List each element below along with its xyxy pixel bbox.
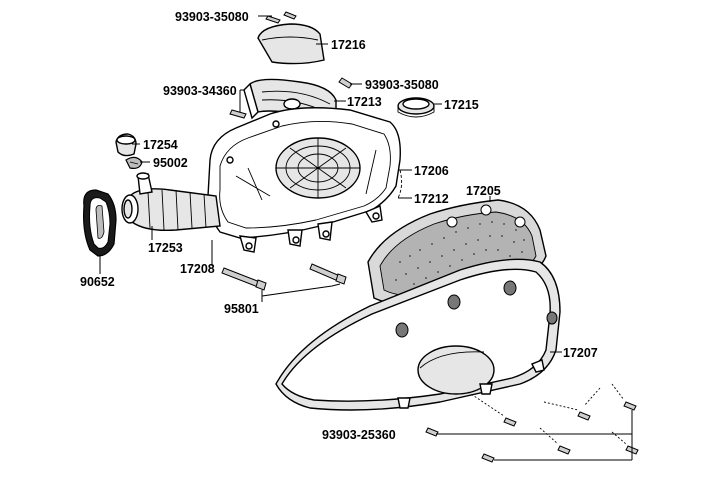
label-93903-35080-mid: 93903-35080 — [365, 78, 439, 92]
label-17206: 17206 — [414, 164, 449, 178]
part-17253-intake-tube — [121, 172, 221, 232]
part-95002-clip — [125, 156, 143, 169]
screw-93903-34360 — [229, 109, 247, 119]
label-17205: 17205 — [466, 184, 501, 198]
part-17254-cap — [115, 133, 137, 157]
label-93903-35080-top: 93903-35080 — [175, 10, 249, 24]
part-17216-cap — [257, 23, 325, 65]
part-17212-seal — [397, 169, 403, 199]
label-17207: 17207 — [563, 346, 598, 360]
label-90652: 90652 — [80, 275, 115, 289]
part-labels: 93903-35080 17216 93903-35080 93903-3436… — [80, 10, 598, 442]
label-17215: 17215 — [444, 98, 479, 112]
label-17253: 17253 — [148, 241, 183, 255]
part-17215-grommet — [397, 97, 435, 118]
part-17206-case — [207, 107, 401, 253]
label-17212: 17212 — [414, 192, 449, 206]
label-17208: 17208 — [180, 262, 215, 276]
part-95801-bolts — [221, 263, 347, 291]
part-17207-cover — [275, 258, 561, 411]
label-17213: 17213 — [347, 95, 382, 109]
label-95801: 95801 — [224, 302, 259, 316]
label-17254: 17254 — [143, 138, 178, 152]
label-17216: 17216 — [331, 38, 366, 52]
screws-93903-35080-top — [265, 11, 297, 24]
leader-lines — [99, 15, 633, 461]
label-93903-34360: 93903-34360 — [163, 84, 237, 98]
part-90652-band — [83, 189, 117, 257]
label-93903-25360: 93903-25360 — [322, 428, 396, 442]
screw-93903-35080-mid — [338, 77, 353, 89]
label-95002: 95002 — [153, 156, 188, 170]
screws-93903-25360 — [425, 383, 639, 463]
